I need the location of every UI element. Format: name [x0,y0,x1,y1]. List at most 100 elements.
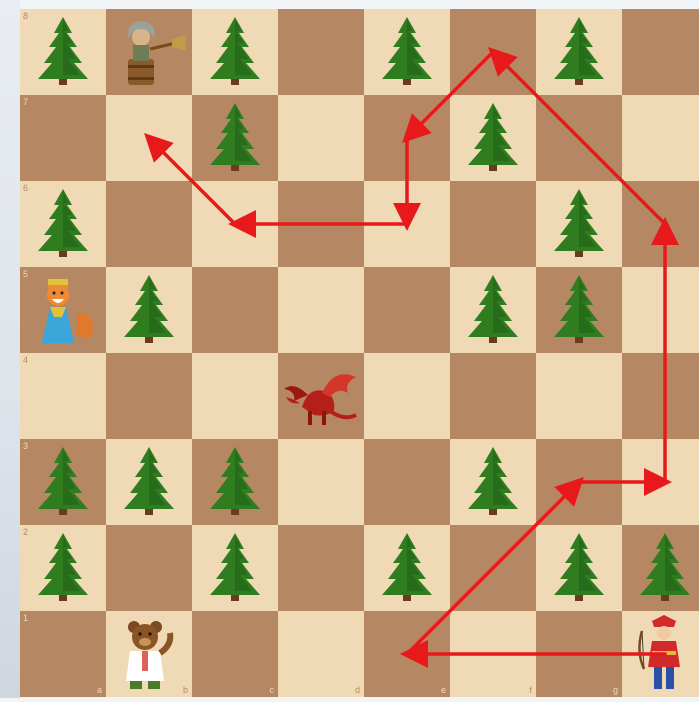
witch-piece[interactable] [106,9,192,95]
square-g1[interactable]: g [536,611,622,697]
tree-piece[interactable] [106,439,192,525]
file-label: c [270,685,275,695]
tree-piece[interactable] [20,181,106,267]
square-b4[interactable] [106,353,192,439]
square-d6[interactable] [278,181,364,267]
prince-piece[interactable] [622,611,699,697]
square-f1[interactable]: f [450,611,536,697]
tree-piece[interactable] [536,181,622,267]
square-e4[interactable] [364,353,450,439]
fox-piece[interactable] [20,267,106,353]
rank-label: 1 [23,613,28,623]
square-h5[interactable] [622,267,699,353]
square-f8[interactable] [450,9,536,95]
square-c8[interactable] [192,9,278,95]
file-label: d [355,685,360,695]
square-a4[interactable]: 4 [20,353,106,439]
tree-piece[interactable] [20,439,106,525]
square-e6[interactable] [364,181,450,267]
square-g7[interactable] [536,95,622,181]
square-a7[interactable]: 7 [20,95,106,181]
file-label: f [529,685,532,695]
square-d1[interactable]: d [278,611,364,697]
file-label: g [613,685,618,695]
square-e1[interactable]: e [364,611,450,697]
square-e5[interactable] [364,267,450,353]
square-f5[interactable] [450,267,536,353]
square-g8[interactable] [536,9,622,95]
square-d5[interactable] [278,267,364,353]
square-a8[interactable]: 8 [20,9,106,95]
square-e7[interactable] [364,95,450,181]
square-g5[interactable] [536,267,622,353]
tree-piece[interactable] [20,9,106,95]
tree-piece[interactable] [450,439,536,525]
tree-piece[interactable] [536,267,622,353]
tree-piece[interactable] [192,525,278,611]
square-g2[interactable] [536,525,622,611]
square-b8[interactable] [106,9,192,95]
square-c6[interactable] [192,181,278,267]
square-f4[interactable] [450,353,536,439]
square-h8[interactable] [622,9,699,95]
square-b2[interactable] [106,525,192,611]
square-e2[interactable] [364,525,450,611]
square-c1[interactable]: c [192,611,278,697]
square-h6[interactable] [622,181,699,267]
bear-piece[interactable] [106,611,192,697]
tree-piece[interactable] [192,9,278,95]
tree-piece[interactable] [192,95,278,181]
tree-piece[interactable] [106,267,192,353]
square-h4[interactable] [622,353,699,439]
dragon-piece[interactable] [278,353,364,439]
tree-piece[interactable] [536,9,622,95]
square-h7[interactable] [622,95,699,181]
square-d8[interactable] [278,9,364,95]
square-f2[interactable] [450,525,536,611]
rank-label: 4 [23,355,28,365]
square-e3[interactable] [364,439,450,525]
tree-piece[interactable] [364,9,450,95]
square-b1[interactable]: b [106,611,192,697]
square-b7[interactable] [106,95,192,181]
square-b3[interactable] [106,439,192,525]
square-e8[interactable] [364,9,450,95]
square-d4[interactable] [278,353,364,439]
square-c5[interactable] [192,267,278,353]
square-a5[interactable]: 5 [20,267,106,353]
square-c2[interactable] [192,525,278,611]
rank-label: 7 [23,97,28,107]
square-g3[interactable] [536,439,622,525]
square-h1[interactable]: h [622,611,699,697]
square-h2[interactable] [622,525,699,611]
square-a3[interactable]: 3 [20,439,106,525]
square-f3[interactable] [450,439,536,525]
square-h3[interactable] [622,439,699,525]
chessboard: 8 7 6 5 [20,9,699,697]
tree-piece[interactable] [450,95,536,181]
tree-piece[interactable] [20,525,106,611]
square-d2[interactable] [278,525,364,611]
file-label: a [97,685,102,695]
tree-piece[interactable] [192,439,278,525]
background-panel [0,0,20,698]
square-c7[interactable] [192,95,278,181]
square-a6[interactable]: 6 [20,181,106,267]
square-b5[interactable] [106,267,192,353]
file-label: e [441,685,446,695]
square-f7[interactable] [450,95,536,181]
tree-piece[interactable] [364,525,450,611]
square-b6[interactable] [106,181,192,267]
tree-piece[interactable] [622,525,699,611]
square-c3[interactable] [192,439,278,525]
square-d3[interactable] [278,439,364,525]
square-f6[interactable] [450,181,536,267]
tree-piece[interactable] [536,525,622,611]
square-g6[interactable] [536,181,622,267]
square-c4[interactable] [192,353,278,439]
square-g4[interactable] [536,353,622,439]
square-a2[interactable]: 2 [20,525,106,611]
tree-piece[interactable] [450,267,536,353]
square-d7[interactable] [278,95,364,181]
